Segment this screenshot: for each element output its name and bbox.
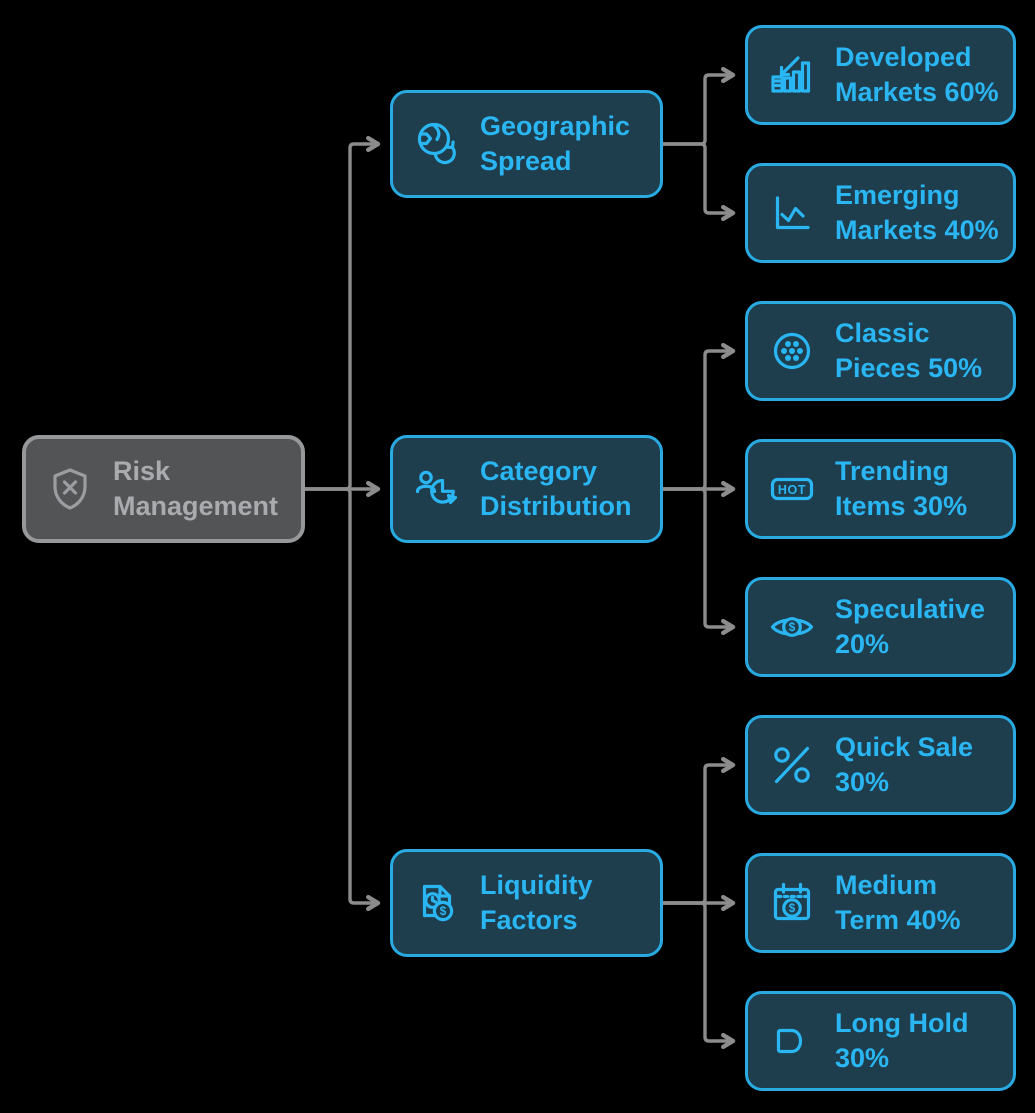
label-line: Liquidity <box>480 870 593 900</box>
connector-liquidity-to-quick-sale <box>663 765 733 905</box>
shield-x-icon <box>46 465 94 513</box>
node-label: Emerging Markets 40% <box>835 178 999 248</box>
label-line: Classic <box>835 318 930 348</box>
label-line: Spread <box>480 146 572 176</box>
label-line: Trending <box>835 456 949 486</box>
leaf-node-emerging-markets[interactable]: Emerging Markets 40% <box>745 163 1016 263</box>
branch-node-geographic-spread[interactable]: Geographic Spread <box>390 90 663 198</box>
leaf-node-trending-items[interactable]: HOT Trending Items 30% <box>745 439 1016 539</box>
bar-chart-arrow-icon <box>768 51 816 99</box>
percent-icon <box>768 741 816 789</box>
label-line: Items 30% <box>835 491 968 521</box>
leaf-node-long-hold[interactable]: Long Hold 30% <box>745 991 1016 1091</box>
svg-text:$: $ <box>440 904 447 918</box>
branch-node-liquidity-factors[interactable]: $ Liquidity Factors <box>390 849 663 957</box>
label-line: Category <box>480 456 598 486</box>
label-line: Geographic <box>480 111 631 141</box>
document-clock-dollar-icon: $ <box>413 879 461 927</box>
root-node-risk-management[interactable]: Risk Management <box>22 435 305 543</box>
label-line: Management <box>113 491 279 521</box>
svg-text:HOT: HOT <box>778 483 806 497</box>
user-pie-chart-icon <box>413 465 461 513</box>
label-line: Emerging <box>835 180 960 210</box>
hot-badge-icon: HOT <box>768 465 816 513</box>
connector-root-to-liquidity-factors <box>305 487 378 903</box>
leaf-node-classic-pieces[interactable]: Classic Pieces 50% <box>745 301 1016 401</box>
line-chart-icon <box>768 189 816 237</box>
label-line: Pieces 50% <box>835 353 983 383</box>
connector-category-to-classic-pieces <box>663 351 733 491</box>
node-label: Risk Management <box>113 454 278 524</box>
label-line: Developed <box>835 42 972 72</box>
connector-root-to-geographic-spread <box>305 144 378 491</box>
connector-geographic-to-developed-markets <box>663 75 733 146</box>
calendar-dollar-icon: $ <box>768 879 816 927</box>
label-line: Distribution <box>480 491 632 521</box>
label-line: Medium <box>835 870 938 900</box>
label-line: Quick Sale <box>835 732 974 762</box>
label-line: Speculative <box>835 594 986 624</box>
node-label: Speculative 20% <box>835 592 985 662</box>
node-label: Trending Items 30% <box>835 454 967 524</box>
label-line: Long Hold <box>835 1008 969 1038</box>
label-line: Markets 60% <box>835 77 999 107</box>
label-line: Factors <box>480 905 578 935</box>
label-line: Risk <box>113 456 171 486</box>
node-label: Classic Pieces 50% <box>835 316 982 386</box>
node-label: Category Distribution <box>480 454 631 524</box>
node-label: Medium Term 40% <box>835 868 961 938</box>
node-label: Developed Markets 60% <box>835 40 999 110</box>
label-line: Term 40% <box>835 905 961 935</box>
rounded-d-shape-icon <box>768 1017 816 1065</box>
eye-dollar-icon: $ <box>768 603 816 651</box>
svg-text:$: $ <box>789 903 796 915</box>
label-line: 20% <box>835 629 890 659</box>
connector-geographic-to-emerging-markets <box>663 142 733 213</box>
branch-node-category-distribution[interactable]: Category Distribution <box>390 435 663 543</box>
node-label: Liquidity Factors <box>480 868 592 938</box>
label-line: 30% <box>835 767 890 797</box>
node-label: Long Hold 30% <box>835 1006 968 1076</box>
leaf-node-speculative[interactable]: $ Speculative 20% <box>745 577 1016 677</box>
globe-sync-icon <box>413 120 461 168</box>
label-line: Markets 40% <box>835 215 999 245</box>
label-line: 30% <box>835 1043 890 1073</box>
leaf-node-medium-term[interactable]: $ Medium Term 40% <box>745 853 1016 953</box>
node-label: Quick Sale 30% <box>835 730 973 800</box>
leaf-node-quick-sale[interactable]: Quick Sale 30% <box>745 715 1016 815</box>
connector-liquidity-to-long-hold <box>663 901 733 1041</box>
node-label: Geographic Spread <box>480 109 630 179</box>
dotted-circle-icon <box>768 327 816 375</box>
leaf-node-developed-markets[interactable]: Developed Markets 60% <box>745 25 1016 125</box>
connector-category-to-speculative <box>663 487 733 627</box>
svg-text:$: $ <box>789 620 796 634</box>
